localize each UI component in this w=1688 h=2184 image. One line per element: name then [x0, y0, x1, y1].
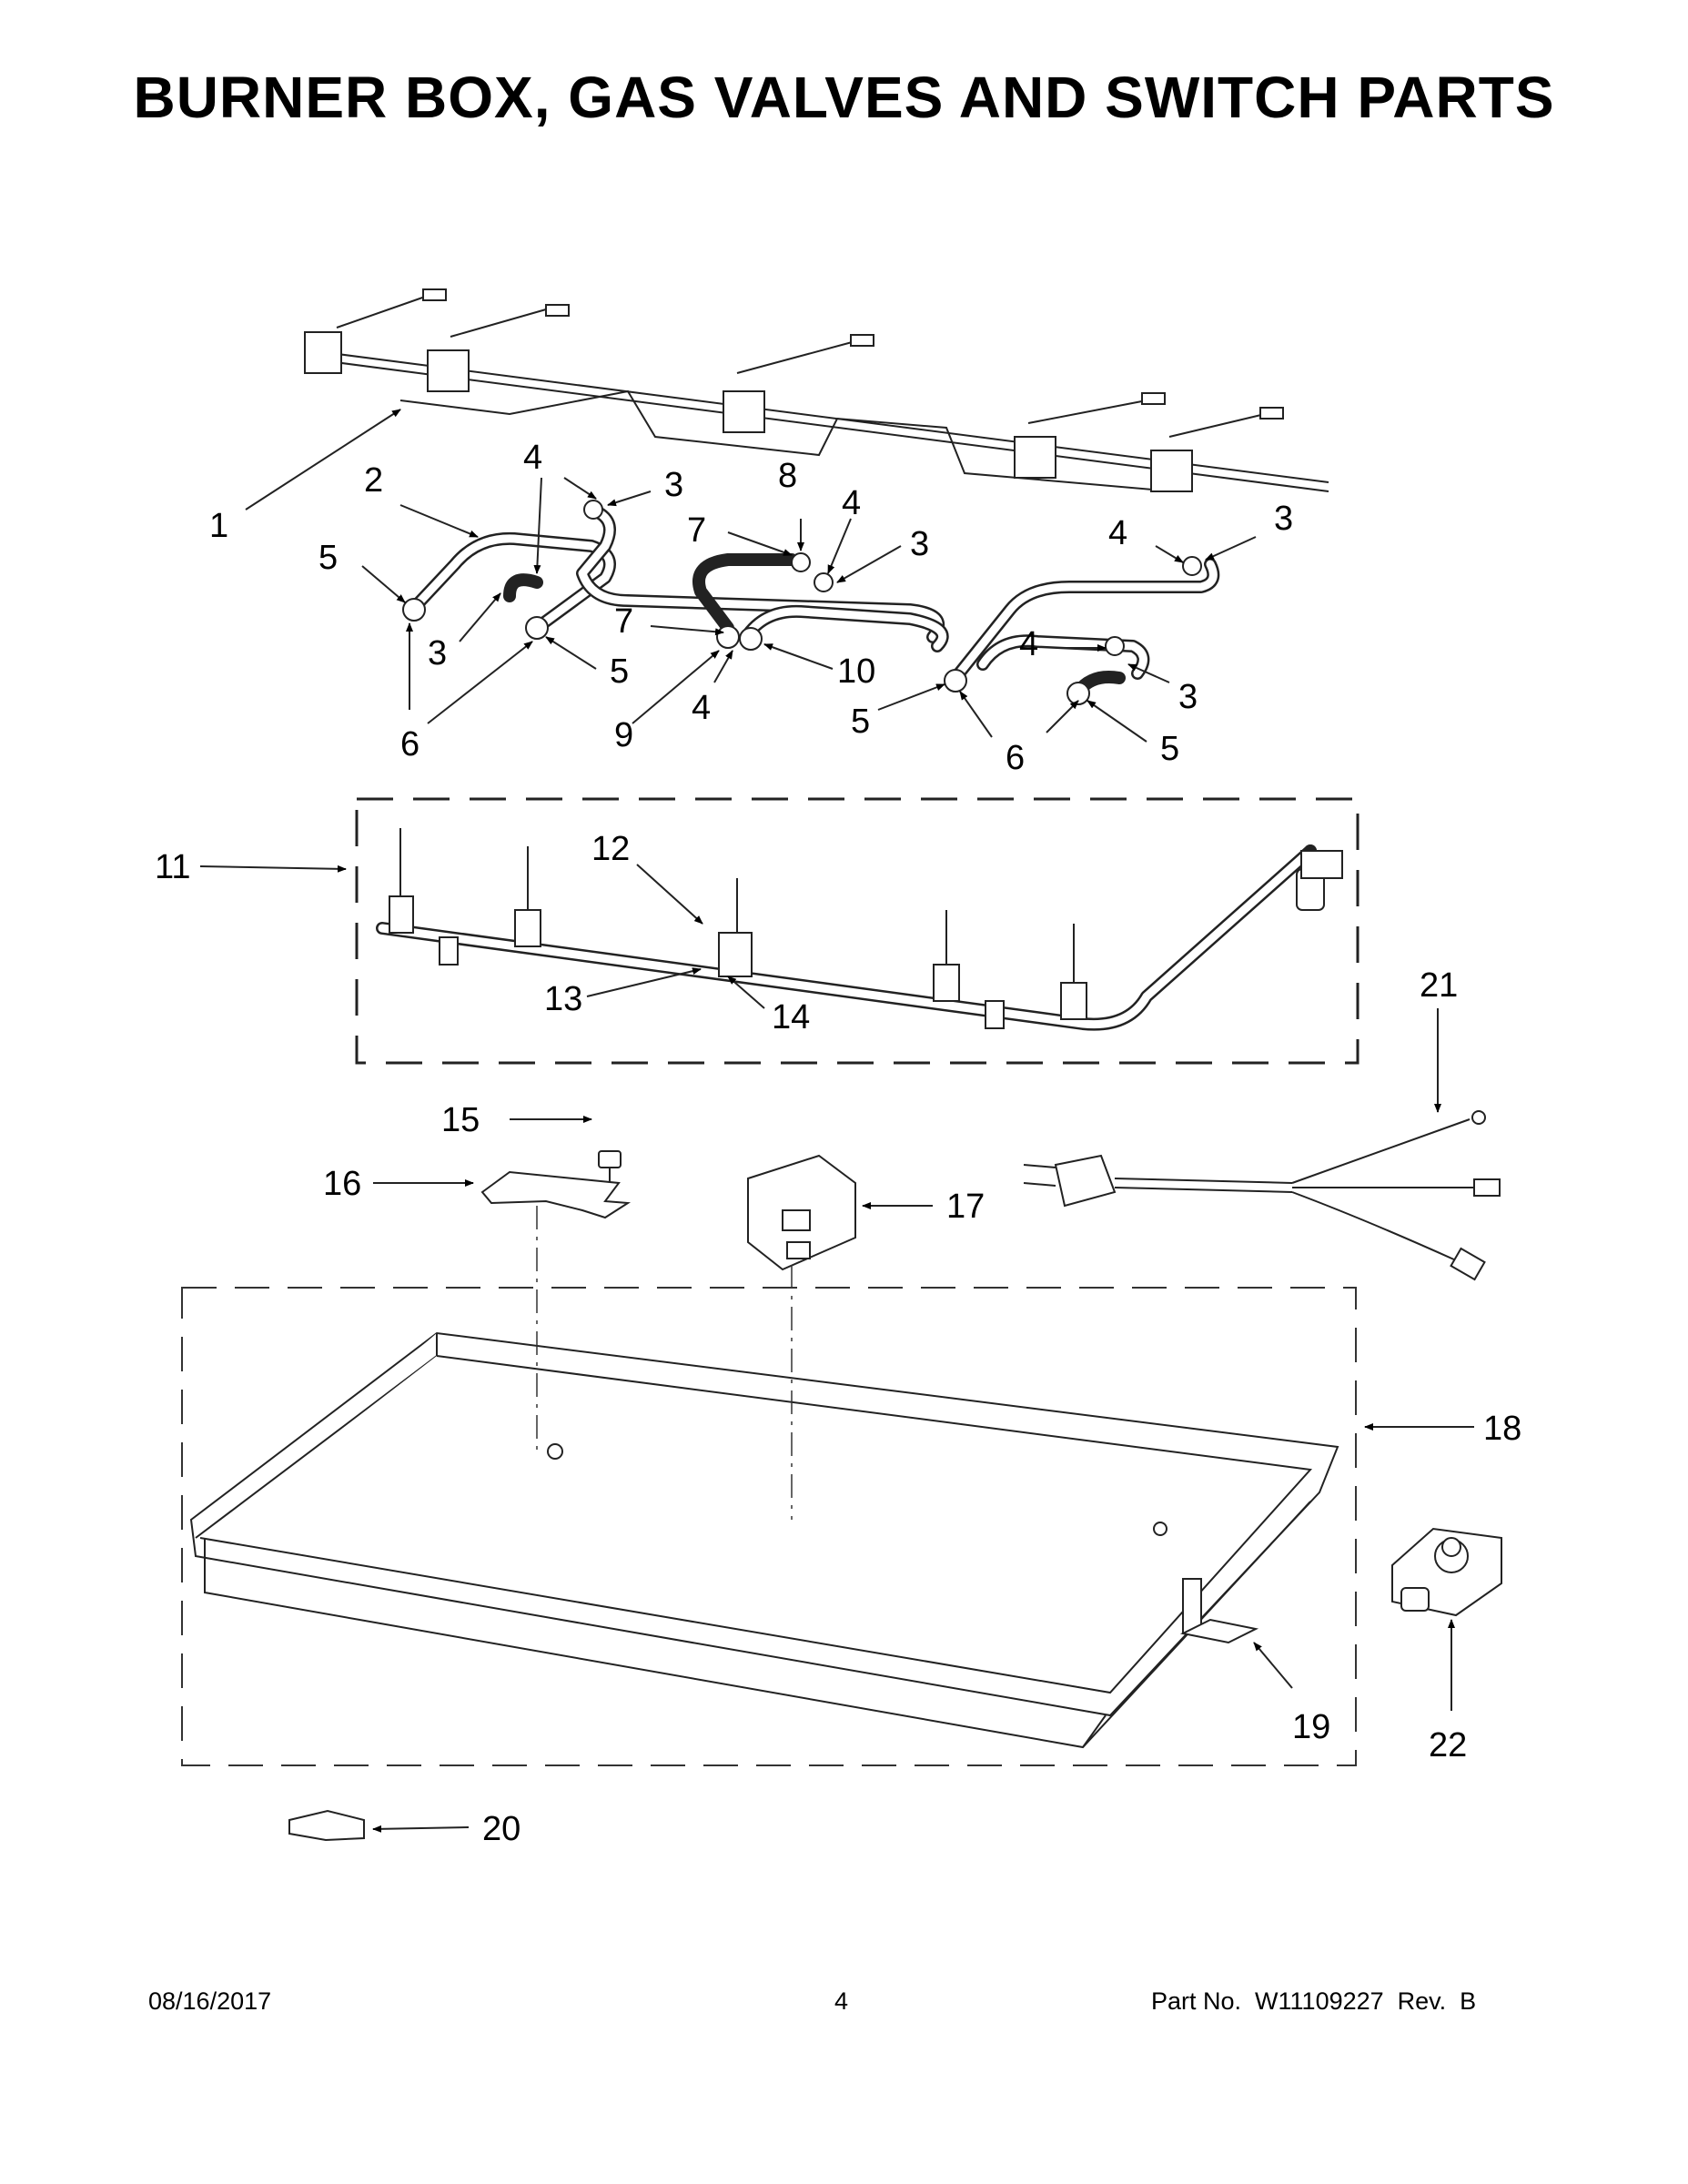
- callout-1: 1: [209, 507, 228, 545]
- callout-8: 8: [778, 457, 797, 495]
- switch-2: [427, 349, 470, 392]
- callout-5: 5: [610, 652, 629, 691]
- callout-7: 7: [687, 511, 706, 550]
- callout-16: 16: [323, 1165, 361, 1203]
- callout-3: 3: [1274, 500, 1293, 538]
- callout-5: 5: [1160, 730, 1179, 768]
- callout-4: 4: [523, 439, 542, 477]
- callout-labels: 1 2 4 3 5 3 5 6 8 7 4 3 7 10 9 4 4 3 4 3…: [155, 439, 1521, 1848]
- callout-13: 13: [544, 980, 582, 1018]
- callout-4: 4: [1108, 514, 1127, 552]
- gas-valve-2: [514, 846, 541, 947]
- switch-1: [304, 331, 342, 374]
- gas-regulator: [1391, 1527, 1502, 1617]
- leader-lines: [199, 409, 1474, 1833]
- gas-valve-4: [933, 910, 960, 1002]
- gas-tube-set-middle: [692, 552, 949, 652]
- callout-15: 15: [441, 1101, 480, 1139]
- switch-4: [1014, 436, 1056, 479]
- callout-20: 20: [482, 1810, 521, 1848]
- callout-6: 6: [400, 725, 419, 763]
- gas-valve-1: [389, 828, 414, 934]
- callout-17: 17: [946, 1188, 985, 1226]
- footer-page-number: 4: [834, 1987, 849, 2015]
- callout-18: 18: [1483, 1410, 1521, 1448]
- callout-3: 3: [428, 634, 447, 672]
- burner-box: [181, 1287, 1357, 1766]
- callout-5: 5: [851, 703, 870, 741]
- power-cord: [1023, 1110, 1501, 1281]
- gas-tube-set-right: [944, 556, 1220, 705]
- mounting-bracket: [480, 1170, 632, 1219]
- gas-valve-3: [718, 878, 753, 977]
- spark-module: [747, 1154, 856, 1271]
- callout-3: 3: [664, 466, 683, 504]
- clip-bracket: [288, 1809, 365, 1842]
- gas-valve-5: [1060, 924, 1087, 1020]
- callout-14: 14: [772, 998, 810, 1036]
- callout-4: 4: [1019, 625, 1038, 663]
- switch-3: [723, 390, 765, 433]
- switch-wire-harness: [304, 288, 1329, 492]
- page-title: BURNER BOX, GAS VALVES AND SWITCH PARTS: [133, 65, 1555, 130]
- callout-3: 3: [910, 525, 929, 563]
- callout-6: 6: [1006, 739, 1025, 777]
- callout-2: 2: [364, 461, 383, 500]
- callout-7: 7: [614, 602, 633, 641]
- callout-19: 19: [1292, 1708, 1330, 1746]
- callout-11: 11: [155, 848, 190, 886]
- gas-tube-set-left: [402, 500, 945, 643]
- callout-4: 4: [842, 484, 861, 522]
- callout-22: 22: [1429, 1726, 1467, 1764]
- callout-5: 5: [318, 539, 338, 577]
- footer-part-number: Part No. W11109227 Rev. B: [1151, 1987, 1477, 2015]
- callout-10: 10: [837, 652, 875, 691]
- manifold-assembly: [355, 797, 1359, 1065]
- callout-12: 12: [591, 830, 630, 868]
- footer-date: 08/16/2017: [148, 1987, 272, 2015]
- switch-5: [1150, 450, 1193, 492]
- callout-3: 3: [1178, 678, 1198, 716]
- callout-9: 9: [614, 716, 633, 754]
- callout-4: 4: [692, 689, 711, 727]
- callout-21: 21: [1420, 966, 1458, 1005]
